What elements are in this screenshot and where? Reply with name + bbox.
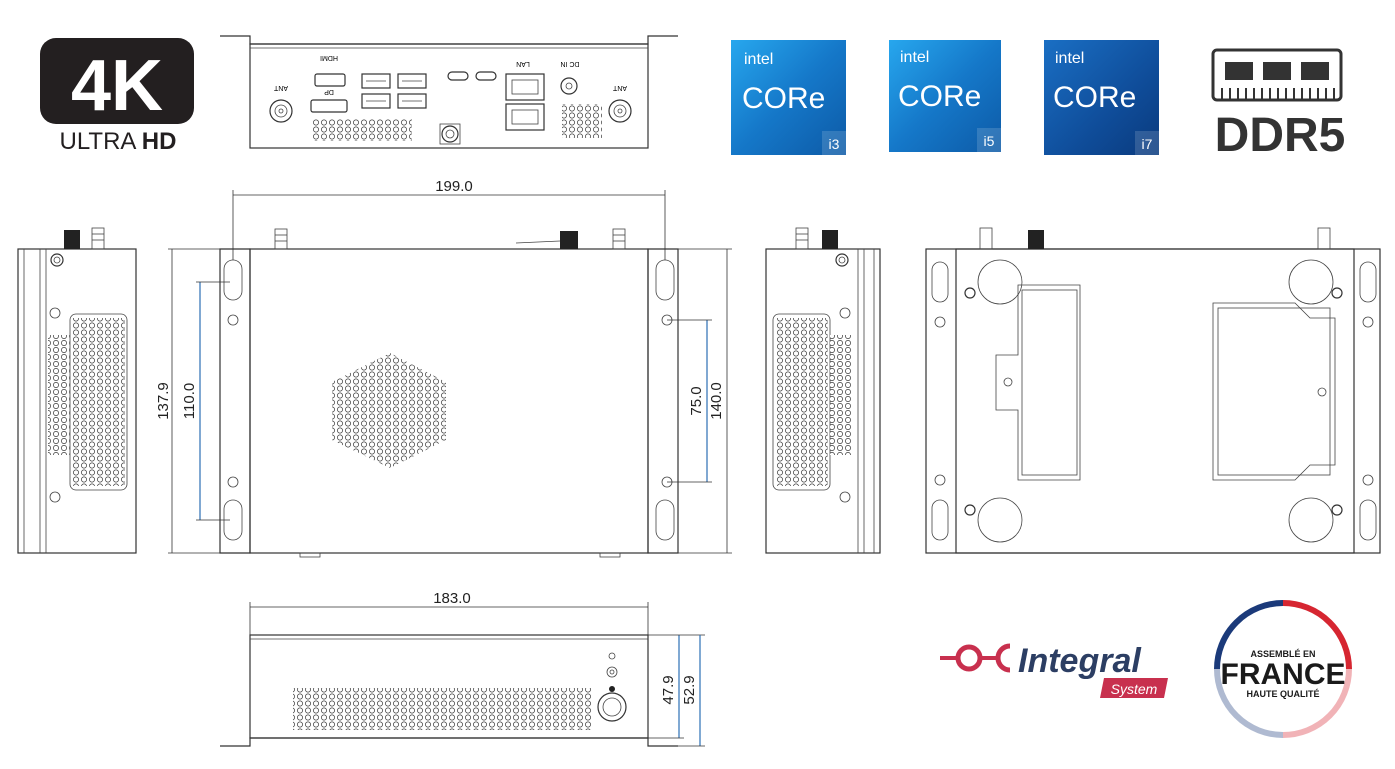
dimension-lines: 199.0 137.9 110.0 75.0 140.0 xyxy=(155,178,732,554)
svg-text:CORe: CORe xyxy=(1053,81,1136,114)
hdmi-port xyxy=(314,73,346,87)
right-side-view xyxy=(765,227,881,554)
integral-name: Integral xyxy=(1018,642,1142,680)
ddr5-logo: DDR5 xyxy=(1211,48,1346,162)
top-view xyxy=(219,228,679,558)
svg-text:i7: i7 xyxy=(1142,136,1153,152)
france-seal: ASSEMBLÉ EN FRANCE HAUTE QUALITÉ xyxy=(1214,600,1352,738)
svg-text:CORe: CORe xyxy=(742,82,825,115)
svg-text:i5: i5 xyxy=(984,133,995,149)
france-line3: HAUTE QUALITÉ xyxy=(1247,689,1320,699)
bottom-view xyxy=(925,227,1381,554)
integral-system-logo: Integral System xyxy=(940,642,1168,698)
badge-4k: 4K ULTRA HD xyxy=(40,38,194,155)
ddr5-label: DDR5 xyxy=(1215,109,1346,162)
power-button xyxy=(597,692,627,722)
dp-port xyxy=(310,99,348,113)
integral-sub: System xyxy=(1111,681,1158,697)
lan-port-2 xyxy=(505,103,545,131)
svg-text:intel: intel xyxy=(744,51,773,68)
svg-text:i3: i3 xyxy=(829,136,840,152)
dim-width-top: 199.0 xyxy=(435,178,473,195)
dim-vesa: 75.0 xyxy=(688,386,705,415)
france-line2: FRANCE xyxy=(1221,658,1346,691)
svg-text:intel: intel xyxy=(1055,50,1084,67)
badge-ultra-hd: ULTRA HD xyxy=(60,128,177,155)
intel-core-i5-badge: intel CORe i5 xyxy=(889,40,1001,152)
dc-in-port xyxy=(560,77,578,95)
dim-height-inner: 110.0 xyxy=(181,383,198,419)
lan-port-1 xyxy=(505,73,545,101)
front-view: 183.0 47.9 52.9 xyxy=(220,590,705,747)
rear-panel-view: ANT ANT HDMI DP LAN DC IN xyxy=(220,35,678,149)
ant-right-label: ANT xyxy=(612,84,627,91)
intel-core-i7-badge: intel CORe i7 xyxy=(1044,40,1159,155)
dc-in-label: DC IN xyxy=(560,60,579,67)
dim-height-outer: 137.9 xyxy=(155,382,172,420)
dim-depth: 140.0 xyxy=(708,382,725,420)
dp-label: DP xyxy=(324,88,334,95)
dim-body-height: 47.9 xyxy=(660,675,677,704)
ant-left-label: ANT xyxy=(273,84,288,91)
left-side-view xyxy=(17,227,137,554)
svg-text:CORe: CORe xyxy=(898,80,981,113)
hdmi-label: HDMI xyxy=(320,54,338,61)
lan-label: LAN xyxy=(516,60,530,67)
badge-4k-main: 4K xyxy=(71,46,163,126)
intel-core-i3-badge: intel CORe i3 xyxy=(731,40,846,155)
dim-width-bottom: 183.0 xyxy=(433,590,471,607)
france-line1: ASSEMBLÉ EN xyxy=(1250,649,1315,659)
dim-total-height: 52.9 xyxy=(681,675,698,704)
usb-ports xyxy=(361,73,427,109)
svg-text:intel: intel xyxy=(900,49,929,66)
